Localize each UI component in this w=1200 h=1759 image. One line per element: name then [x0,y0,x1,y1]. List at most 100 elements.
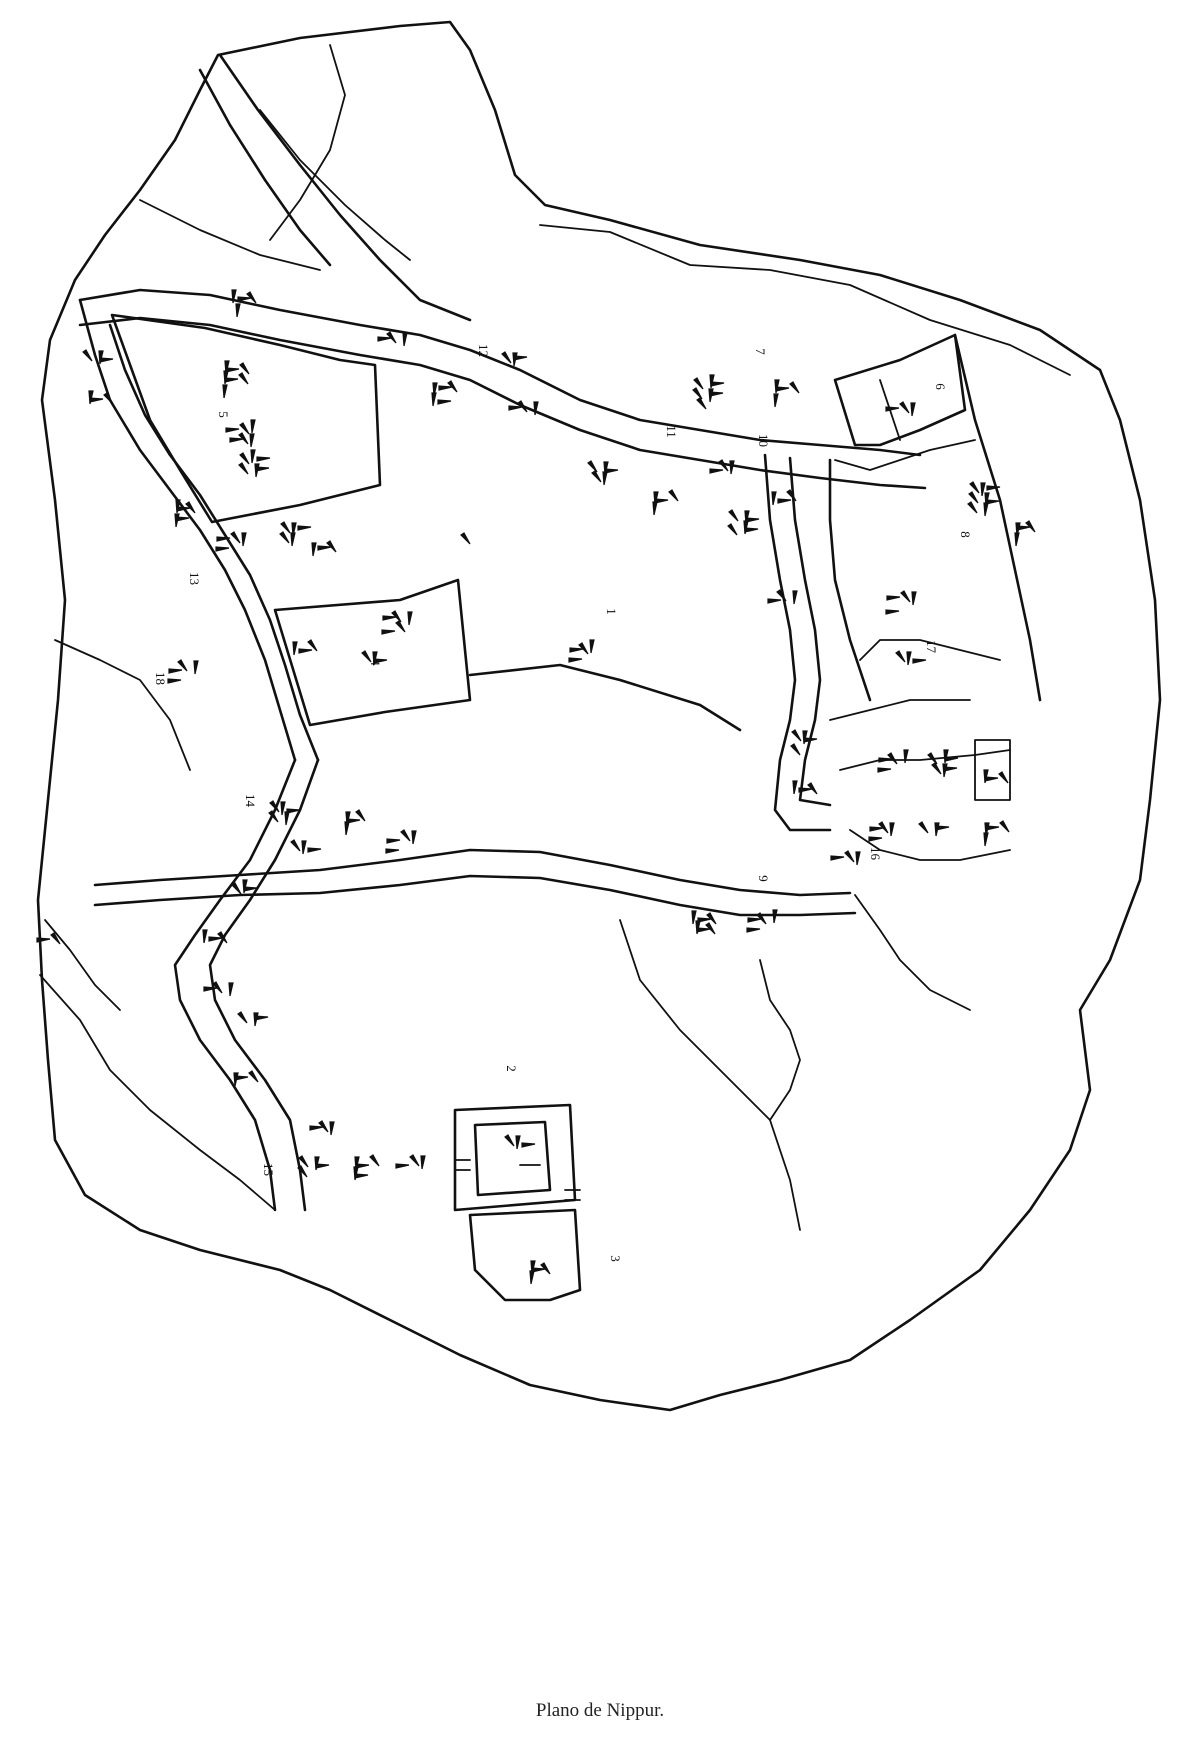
cuneiform-wedge [696,927,711,933]
cuneiform-cluster [983,820,1010,847]
upper-wall-inner [78,316,927,490]
cuneiform-wedge [431,392,437,407]
cuneiform-wedge [696,397,707,410]
cuneiform-wedge [718,459,729,472]
cuneiform-wedge [508,405,523,411]
cuneiform-wedge [279,531,290,544]
cuneiform-wedge [185,501,196,514]
cuneiform-wedge [361,650,372,663]
cuneiform-wedge [409,1154,420,1167]
cuneiform-wedge [238,372,249,385]
cuneiform-cluster [508,400,539,416]
cuneiform-cluster [885,590,917,615]
cuneiform-cluster [377,331,408,347]
cuneiform-wedge [297,1165,308,1178]
cuneiform-wedge [437,399,452,405]
cuneiform-wedge [578,642,589,655]
cuneiform-cluster [215,531,247,552]
cuneiform-wedge [807,782,818,795]
lower-right-river-2 [759,959,801,1121]
cuneiform-wedge [167,678,182,684]
label-7: 7 [752,348,768,355]
cuneiform-wedge [830,855,845,861]
cuneiform-wedge [231,289,237,304]
area-16-lower [849,829,1011,861]
cuneiform-wedge [504,1134,515,1147]
cuneiform-wedge [968,491,979,504]
cuneiform-wedge [329,1121,335,1136]
cuneiform-cluster [692,374,725,410]
cuneiform-wedge [855,851,861,866]
cuneiform-wedge [231,882,242,895]
label-18: 18 [153,672,168,685]
cuneiform-wedge [298,1155,309,1168]
cuneiform-wedge [248,1070,259,1083]
cuneiform-cluster [297,1155,330,1178]
cuneiform-cluster [877,749,909,773]
label-14: 14 [243,794,258,807]
cuneiform-cluster [290,839,322,855]
cuneiform-cluster [771,489,797,506]
label-11: 11 [663,425,679,438]
cuneiform-wedge [501,351,512,364]
cuneiform-wedge [589,639,595,654]
cuneiform-wedge [967,501,978,514]
cuneiform-cluster [202,929,228,944]
label-1: 1 [603,608,619,615]
cuneiform-wedge [709,391,724,397]
cuneiform-cluster [460,532,471,545]
cuneiform-wedge [984,776,999,782]
cuneiform-wedge [193,660,199,675]
cuneiform-wedge [290,532,296,547]
cuneiform-wedge [386,331,397,344]
cuneiform-wedge [381,629,396,635]
cuneiform-wedge [222,384,228,399]
area-17-diag [829,699,971,721]
cuneiform-cluster [967,481,1001,517]
cuneiform-wedge [727,523,738,536]
cuneiform-wedge [885,609,900,615]
cuneiform-wedge [728,509,739,522]
enclosure-5 [110,313,382,524]
cuneiform-wedge [216,536,231,542]
cuneiform-wedge [887,752,898,765]
cuneiform-cluster [767,589,798,605]
cuneiform-wedge [1025,520,1036,533]
cuneiform-wedge [301,840,307,855]
cuneiform-wedge [311,542,317,557]
cuneiform-cluster [529,1260,551,1285]
cuneiform-wedge [540,1262,551,1275]
cuneiform-wedge [297,525,312,531]
cuneiform-wedge [998,771,1009,784]
temple-inner [473,1120,552,1197]
cuneiform-wedge [654,498,669,504]
cuneiform-wedge [395,620,406,633]
enclosure-1-border [468,663,742,732]
cuneiform-cluster [225,419,256,448]
cuneiform-wedge [385,848,400,854]
cuneiform-cluster [1014,520,1036,547]
cuneiform-cluster [918,821,950,837]
cuneiform-wedge [373,658,388,664]
cuneiform-wedge [777,498,792,504]
cuneiform-wedge [878,757,893,763]
tablet-outline [36,20,1162,1412]
cuneiform-wedge [175,516,190,522]
cuneiform-wedge [239,452,250,465]
cuneiform-wedge [50,932,61,945]
cuneiform-wedge [241,532,247,547]
cuneiform-wedge [889,822,895,837]
cuneiform-wedge [307,847,322,853]
cuneiform-wedge [729,460,735,475]
cuneiform-wedge [691,910,697,925]
cuneiform-wedge [268,810,279,823]
area-18-border [54,639,191,771]
cuneiform-wedge [229,437,244,443]
temple-gate-marks [454,1159,581,1201]
cuneiform-wedge [239,422,250,435]
cuneiform-wedge [985,499,1000,505]
cuneiform-wedge [969,481,980,494]
cuneiform-wedge [844,850,855,863]
top-left-river [269,44,346,241]
